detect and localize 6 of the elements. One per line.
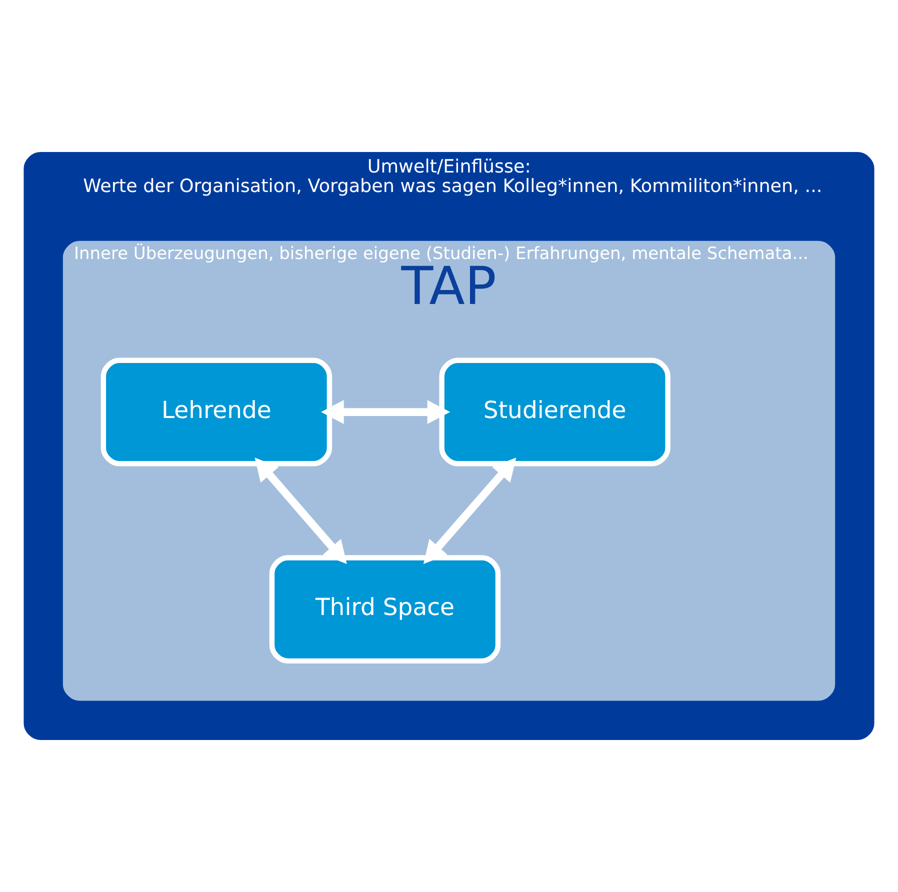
arrow — [321, 400, 450, 424]
node-box: Third Space — [269, 555, 501, 664]
arrow — [254, 458, 347, 564]
node-box: Lehrende — [100, 358, 332, 466]
node-box: Studierende — [439, 358, 670, 466]
arrow — [423, 458, 516, 564]
